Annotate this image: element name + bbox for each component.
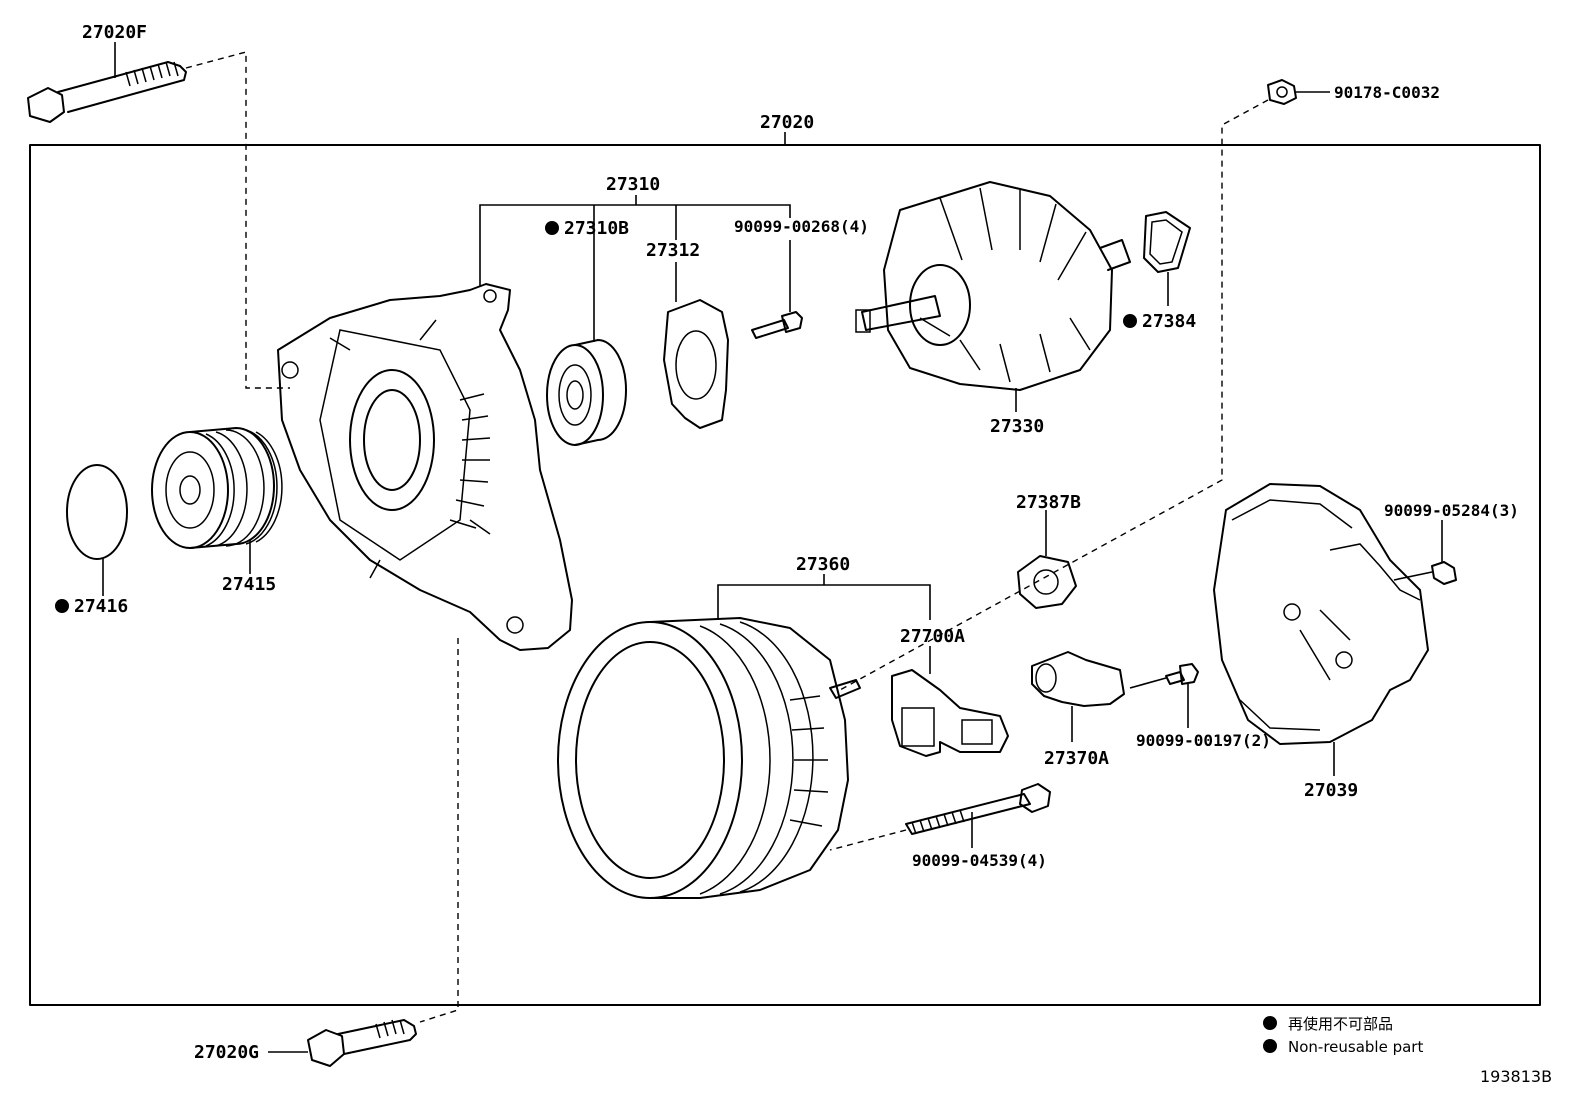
legend: 再使用不可部品 Non-reusable part <box>1263 1015 1423 1056</box>
front-housing[interactable] <box>277 283 573 651</box>
cap-27416[interactable] <box>66 464 128 560</box>
label-27330: 27330 <box>990 416 1044 437</box>
non-reusable-dot-27416 <box>55 599 69 613</box>
pulley-27415[interactable] <box>151 427 283 549</box>
label-90099-00268: 90099-00268(4) <box>734 217 869 236</box>
insulator-27387b[interactable] <box>1017 555 1077 609</box>
label-90178: 90178-C0032 <box>1334 83 1440 102</box>
nut-90178[interactable] <box>1267 79 1297 105</box>
label-27312: 27312 <box>646 240 700 261</box>
legend-japanese: 再使用不可部品 <box>1288 1015 1393 1033</box>
label-90099-05284: 90099-05284(3) <box>1384 501 1519 520</box>
legend-dot-en <box>1263 1039 1277 1053</box>
non-reusable-dot-27310b <box>545 221 559 235</box>
stator-27360[interactable] <box>557 617 861 899</box>
label-27370a: 27370A <box>1044 748 1109 769</box>
label-27416: 27416 <box>74 596 128 617</box>
label-27384: 27384 <box>1142 311 1196 332</box>
bolt-90099-04539[interactable] <box>905 783 1051 835</box>
label-27039: 27039 <box>1304 780 1358 801</box>
rotor-27330[interactable] <box>855 181 1131 391</box>
screw-90099-00268[interactable] <box>751 311 803 339</box>
label-27020g: 27020G <box>194 1042 259 1063</box>
label-27387b: 27387B <box>1016 492 1081 513</box>
label-27020: 27020 <box>760 112 814 133</box>
label-27700a: 27700A <box>900 626 965 647</box>
diagram-code: 193813B <box>1480 1067 1552 1086</box>
rear-cover-27039[interactable] <box>1213 483 1429 745</box>
legend-dot-jp <box>1263 1016 1277 1030</box>
brush-holder-27370a[interactable] <box>1031 651 1125 707</box>
bearing-27310b[interactable] <box>546 339 627 446</box>
label-27310b: 27310B <box>564 218 629 239</box>
label-90099-00197: 90099-00197(2) <box>1136 731 1271 750</box>
label-27360: 27360 <box>796 554 850 575</box>
nut-90099-05284[interactable] <box>1431 561 1457 585</box>
bolt-27020f[interactable] <box>27 61 187 123</box>
label-90099-04539: 90099-04539(4) <box>912 851 1047 870</box>
screw-90099-00197[interactable] <box>1165 663 1199 685</box>
bolt-27020g[interactable] <box>307 1019 417 1067</box>
regulator-27700a[interactable] <box>891 669 1009 757</box>
label-27310: 27310 <box>606 174 660 195</box>
retainer-plate-27312[interactable] <box>663 299 729 429</box>
non-reusable-dot-27384 <box>1123 314 1137 328</box>
legend-english: Non-reusable part <box>1288 1038 1423 1056</box>
label-27415: 27415 <box>222 574 276 595</box>
cover-27384[interactable] <box>1143 211 1191 273</box>
label-27020f: 27020F <box>82 22 147 43</box>
